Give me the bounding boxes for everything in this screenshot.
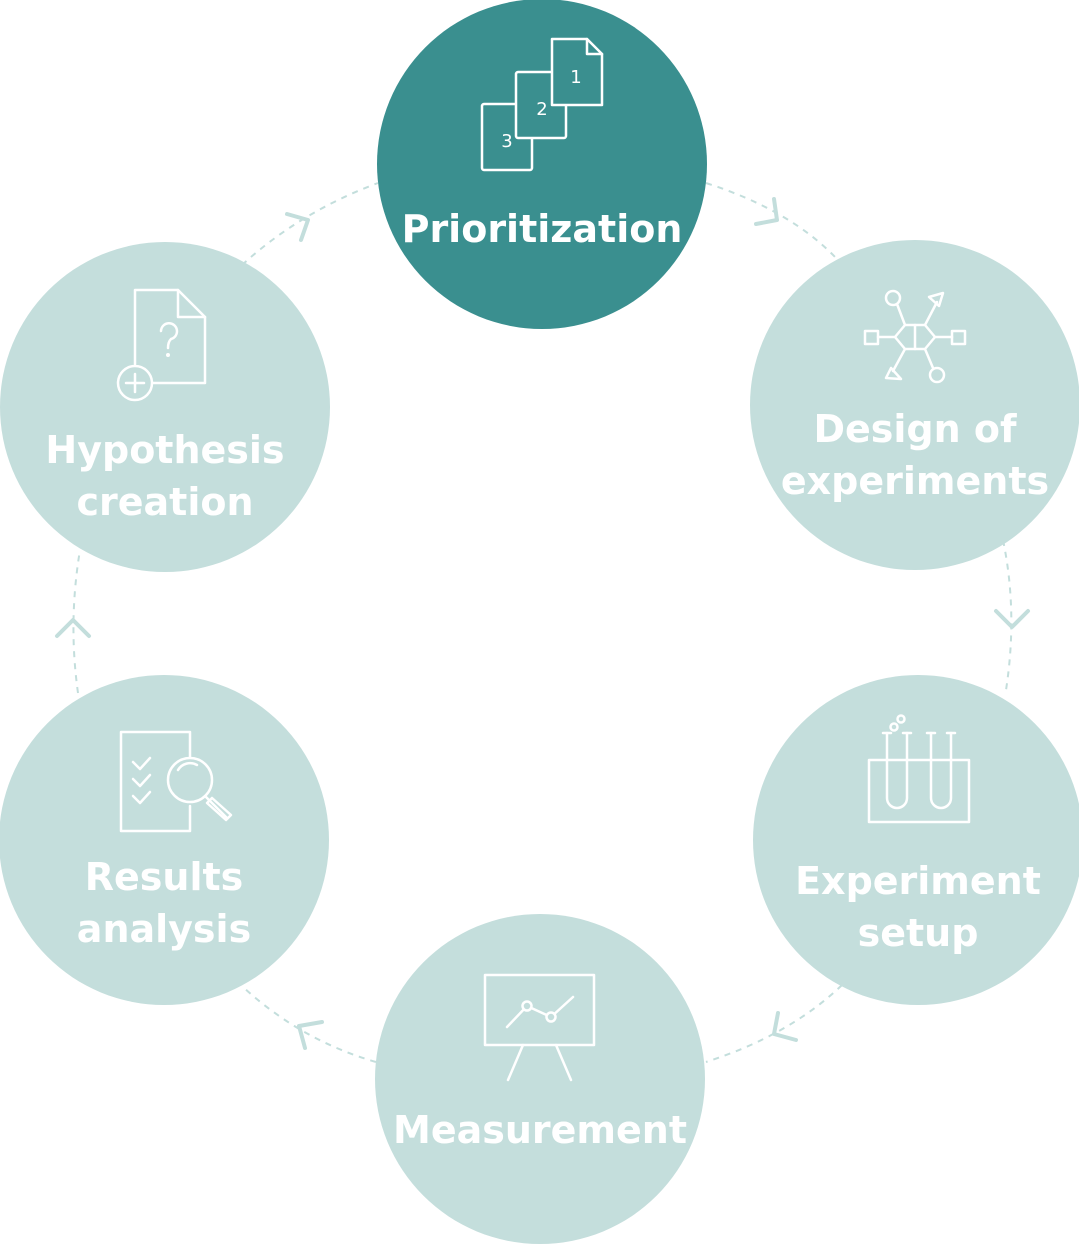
stage-prioritization-label: Prioritization <box>402 207 683 251</box>
stage-experiment-setup[interactable]: Experiment setup <box>753 675 1079 1005</box>
chevron-right-icon <box>754 197 779 226</box>
stage-prioritization-circle <box>377 0 707 329</box>
stage-design-of-experiments[interactable]: Design of experiments <box>750 240 1079 570</box>
stage-prioritization[interactable]: 1 2 3 Prioritization <box>377 0 707 329</box>
test-tubes-icon <box>867 714 971 824</box>
new-question-document-icon <box>116 288 207 402</box>
stage-results-analysis-label-line-2: analysis <box>77 907 251 951</box>
connector-hypothesis-to-prioritization <box>241 182 379 266</box>
chevron-up-icon <box>55 618 91 638</box>
chevron-up-right-icon <box>285 212 310 242</box>
checklist-magnifier-icon <box>119 730 233 833</box>
stage-experiment-setup-circle <box>753 675 1079 1005</box>
connector-results-to-hypothesis <box>72 549 81 694</box>
stage-experiment-setup-label-line-2: setup <box>858 911 979 955</box>
stage-results-analysis-circle <box>0 675 329 1005</box>
presentation-chart-icon <box>483 973 596 1082</box>
stage-hypothesis-creation-label-line-2: creation <box>76 480 253 524</box>
stage-hypothesis-creation[interactable]: Hypothesis creation <box>0 242 330 572</box>
stage-results-analysis[interactable]: Results analysis <box>0 675 329 1005</box>
doc-number-1: 1 <box>570 67 581 88</box>
chevron-up-left-icon <box>297 1020 324 1050</box>
stage-design-of-experiments-circle <box>750 240 1079 570</box>
chevron-down-left-icon <box>772 1011 798 1042</box>
stage-results-analysis-label-line-1: Results <box>85 855 244 899</box>
connector-prioritization-to-design <box>705 182 837 259</box>
stage-design-of-experiments-label-line-1: Design of <box>813 407 1017 451</box>
stage-measurement[interactable]: Measurement <box>375 914 705 1244</box>
stage-measurement-label: Measurement <box>393 1108 687 1152</box>
connector-design-to-setup <box>1002 539 1013 691</box>
cycle-connectors <box>72 182 1013 1063</box>
numbered-documents-icon: 1 2 3 <box>480 37 604 172</box>
stage-experiment-setup-label-line-1: Experiment <box>795 859 1041 903</box>
stage-hypothesis-creation-circle <box>0 242 330 572</box>
cycle-arrows <box>55 197 1030 1050</box>
stage-hypothesis-creation-label-line-1: Hypothesis <box>45 428 284 472</box>
chevron-down-icon <box>994 609 1030 629</box>
doc-number-2: 2 <box>536 99 547 120</box>
molecule-structure-icon <box>863 289 967 384</box>
connector-measurement-to-results <box>241 985 377 1063</box>
stage-design-of-experiments-label-line-2: experiments <box>781 459 1049 503</box>
connector-setup-to-measurement <box>705 984 843 1063</box>
stage-measurement-circle <box>375 914 705 1244</box>
doc-number-3: 3 <box>501 131 512 152</box>
